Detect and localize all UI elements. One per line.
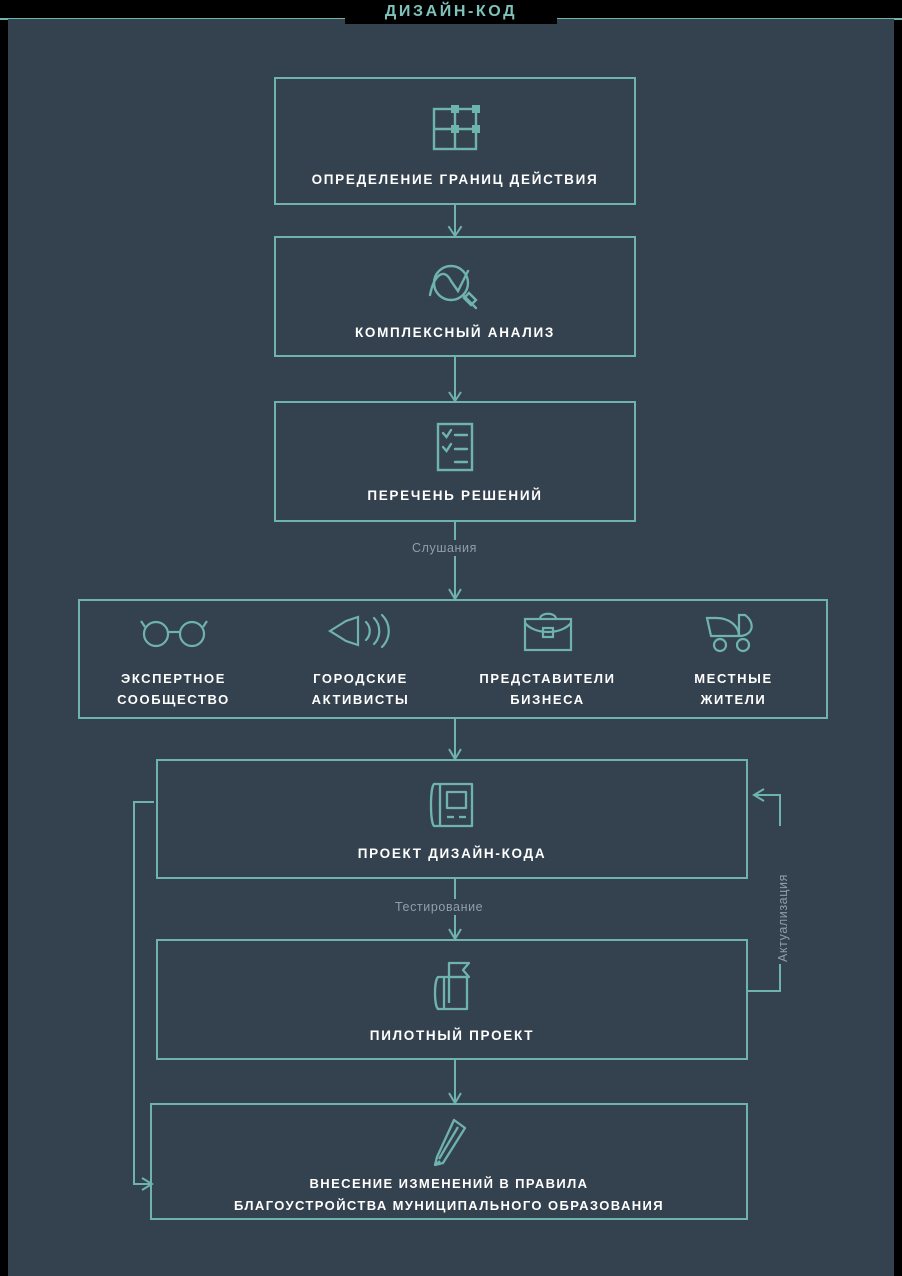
connector-label-testing: Тестирование [389, 899, 490, 915]
stakeholders-panel: ЭКСПЕРТНОЕ СООБЩЕСТВО [78, 599, 828, 719]
stroller-icon [703, 608, 765, 654]
stakeholder-business-label: ПРЕДСТАВИТЕЛИ БИЗНЕСА [479, 671, 616, 707]
checklist-icon [276, 421, 634, 475]
node-pilot-label: ПИЛОТНЫЙ ПРОЕКТ [369, 1028, 535, 1043]
connector-label-hearings: Слушания [406, 540, 484, 556]
node-amendments[interactable]: ВНЕСЕНИЕ ИЗМЕНЕНИЙ В ПРАВИЛА БЛАГОУСТРОЙ… [150, 1103, 748, 1220]
magnifier-chart-icon [276, 258, 634, 314]
page-title: ДИЗАЙН-КОД [384, 3, 518, 20]
grid-boundary-icon [276, 103, 634, 155]
title-tab-background [345, 0, 557, 24]
stakeholder-experts-label: ЭКСПЕРТНОЕ СООБЩЕСТВО [117, 671, 230, 707]
megaphone-icon [326, 608, 396, 654]
briefcase-icon [519, 608, 577, 654]
node-amendments-label: ВНЕСЕНИЕ ИЗМЕНЕНИЙ В ПРАВИЛА БЛАГОУСТРОЙ… [233, 1176, 665, 1213]
node-scope-label: ОПРЕДЕЛЕНИЕ ГРАНИЦ ДЕЙСТВИЯ [311, 172, 599, 187]
glasses-icon [139, 608, 209, 654]
pen-icon [152, 1117, 746, 1171]
node-scope[interactable]: ОПРЕДЕЛЕНИЕ ГРАНИЦ ДЕЙСТВИЯ [274, 77, 636, 205]
node-draft-label: ПРОЕКТ ДИЗАЙН-КОДА [357, 846, 547, 861]
stakeholder-residents[interactable]: МЕСТНЫЕ ЖИТЕЛИ [641, 601, 826, 717]
stakeholder-experts[interactable]: ЭКСПЕРТНОЕ СООБЩЕСТВО [80, 601, 267, 717]
stakeholder-activists-label: ГОРОДСКИЕ АКТИВИСТЫ [311, 671, 410, 707]
node-pilot[interactable]: ПИЛОТНЫЙ ПРОЕКТ [156, 939, 748, 1060]
flag-icon [158, 959, 746, 1015]
stakeholder-activists[interactable]: ГОРОДСКИЕ АКТИВИСТЫ [267, 601, 454, 717]
stakeholder-residents-label: МЕСТНЫЕ ЖИТЕЛИ [694, 671, 773, 707]
stakeholder-business[interactable]: ПРЕДСТАВИТЕЛИ БИЗНЕСА [454, 601, 641, 717]
node-analysis[interactable]: КОМПЛЕКСНЫЙ АНАЛИЗ [274, 236, 636, 357]
node-analysis-label: КОМПЛЕКСНЫЙ АНАЛИЗ [354, 325, 556, 340]
screen-board-icon [158, 779, 746, 833]
node-draft[interactable]: ПРОЕКТ ДИЗАЙН-КОДА [156, 759, 748, 879]
node-decisions[interactable]: ПЕРЕЧЕНЬ РЕШЕНИЙ [274, 401, 636, 522]
connector-label-actualization: Актуализация [772, 826, 794, 964]
node-decisions-label: ПЕРЕЧЕНЬ РЕШЕНИЙ [367, 488, 543, 503]
diagram-panel: Слушания Тестирование Актуализация [8, 19, 894, 1276]
